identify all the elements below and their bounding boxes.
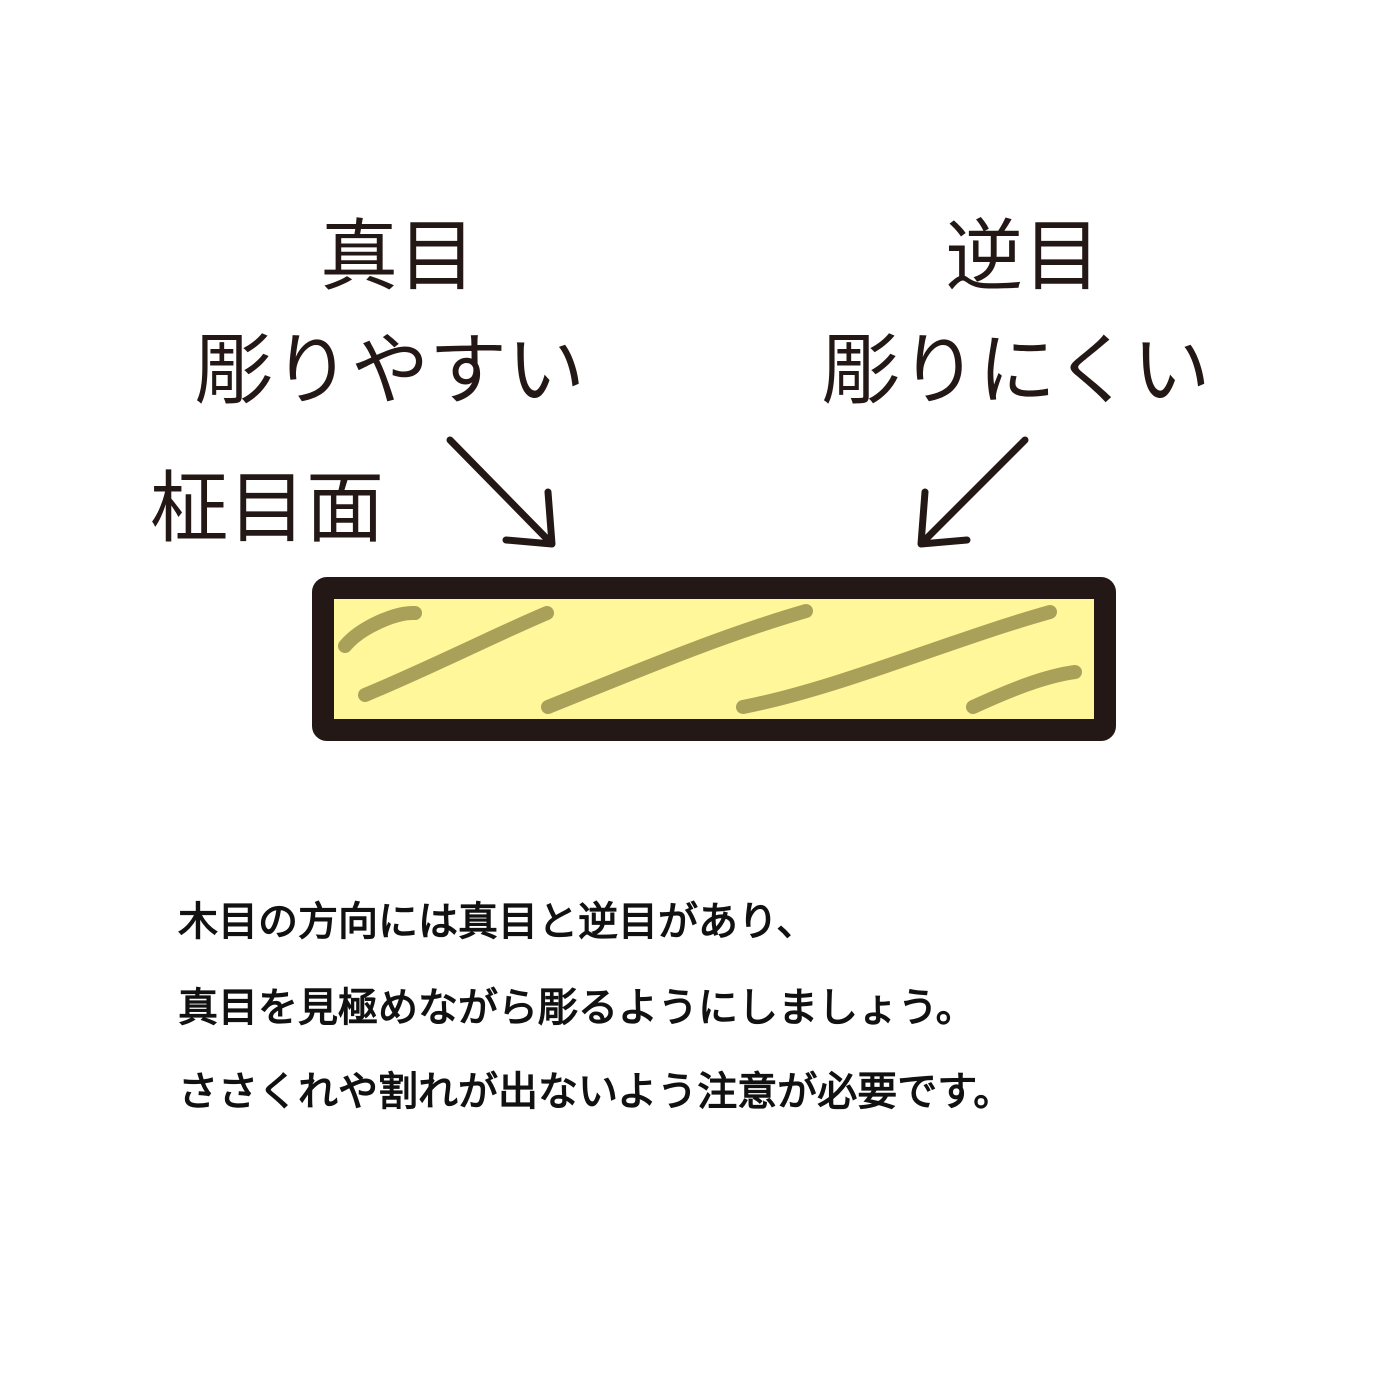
grain-line [338,606,422,653]
arrow-down-left-icon [917,436,1029,548]
masame-easy-label: 彫りやすい [195,326,586,416]
description-line: 真目を見極めながら彫るようにしましょう。 [178,985,976,1031]
description-line: ささくれや割れが出ないよう注意が必要です。 [178,1069,1014,1115]
grain-line [541,604,813,714]
wood-grain-lines [338,604,1082,714]
board-cross-section [312,577,1116,741]
sakame-title: 逆目 [945,212,1102,302]
grain-line [966,665,1082,714]
masame-title: 真目 [320,212,477,302]
description-line: 木目の方向には真目と逆目があり、 [178,899,817,945]
arrow-down-right-icon [446,436,556,548]
itame-surface-label: 柾目面 [150,464,385,554]
grain-line [736,605,1057,714]
sakame-hard-label: 彫りにくい [822,326,1211,416]
grain-line [358,606,554,702]
